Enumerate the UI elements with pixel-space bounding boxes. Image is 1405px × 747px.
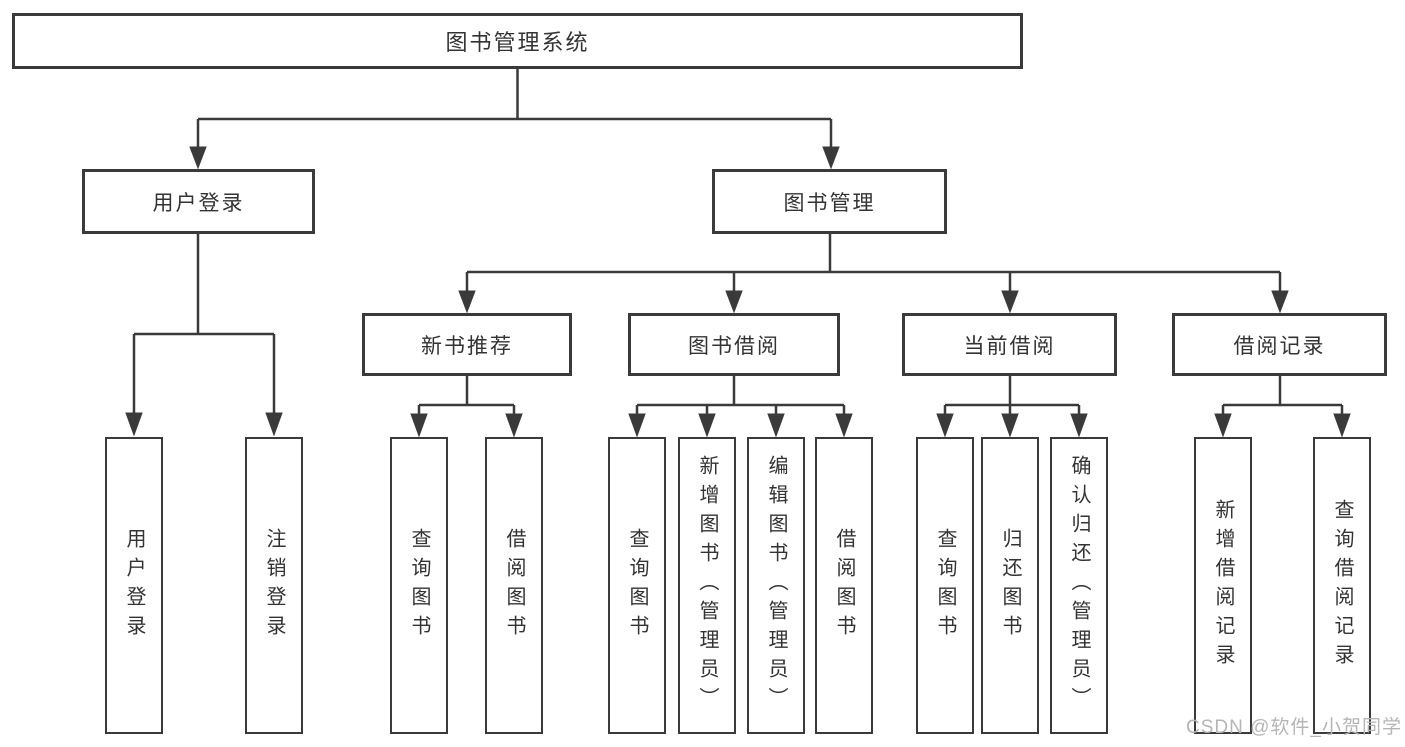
arrowhead [505,413,523,438]
node-current-borrowing: 当前借阅 [902,313,1117,376]
leaf-nb-borrow-books: 借阅图书 [485,437,543,734]
arrowhead [725,290,743,314]
leaf-bb-borrow-books-label: 借阅图书 [833,527,855,644]
arrowhead [1333,413,1351,438]
connector-borrowing-to-leaves [635,375,846,417]
arrowhead [125,412,143,437]
leaf-cb-confirm-return-admin-label: 确认归还（管理员） [1068,455,1090,716]
node-current-borrowing-label: 当前借阅 [963,334,1056,358]
leaf-cb-return-books: 归还图书 [981,437,1039,734]
arrowhead [265,412,283,437]
leaf-bb-add-books-admin: 新增图书（管理员） [678,437,736,734]
arrowhead [628,413,646,438]
arrowhead [1271,290,1289,314]
node-user-login-label: 用户登录 [152,191,245,215]
node-new-book-recommend: 新书推荐 [362,313,572,376]
connector-current-to-leaves [943,375,1081,417]
node-root: 图书管理系统 [12,13,1023,69]
node-borrowing-records: 借阅记录 [1172,313,1387,376]
arrowhead [835,413,853,438]
arrowhead [189,146,207,170]
node-book-borrowing-label: 图书借阅 [688,334,780,358]
csdn-watermark: CSDN @软件_小贺同学 [1186,717,1402,738]
arrowhead [767,413,785,438]
leaf-bb-add-books-admin-label: 新增图书（管理员） [696,455,718,716]
leaf-cb-query-books: 查询图书 [916,437,974,734]
leaf-bb-edit-books-admin: 编辑图书（管理员） [747,437,805,734]
leaf-nb-query-books: 查询图书 [390,437,448,734]
arrowhead [1001,413,1019,438]
node-user-login: 用户登录 [82,169,315,234]
node-book-borrowing: 图书借阅 [628,313,840,376]
arrowhead [1070,413,1088,438]
arrowhead [458,290,476,314]
leaf-br-add-record: 新增借阅记录 [1194,437,1252,734]
connector-newbook-to-leaves [417,375,516,417]
leaf-user-login-label: 用户登录 [123,527,145,644]
arrowhead [822,146,840,170]
leaf-logout: 注销登录 [245,437,303,734]
node-book-management: 图书管理 [712,169,947,234]
leaf-bb-edit-books-admin-label: 编辑图书（管理员） [765,455,787,716]
arrowhead [1214,413,1232,438]
node-root-label: 图书管理系统 [445,30,590,55]
leaf-logout-label: 注销登录 [263,527,285,644]
leaf-br-query-record-label: 查询借阅记录 [1331,498,1353,673]
connector-userlogin-to-leaves [132,232,276,416]
leaf-nb-borrow-books-label: 借阅图书 [503,527,525,644]
node-book-management-label: 图书管理 [783,191,876,215]
arrowhead [936,413,954,438]
leaf-nb-query-books-label: 查询图书 [408,527,430,644]
leaf-bb-borrow-books: 借阅图书 [815,437,873,734]
node-borrowing-records-label: 借阅记录 [1233,334,1326,358]
arrowhead [698,413,716,438]
arrowhead [410,413,428,438]
arrowhead [1001,290,1019,314]
connector-records-to-leaves [1221,375,1344,417]
node-new-book-recommend-label: 新书推荐 [421,334,513,358]
leaf-br-add-record-label: 新增借阅记录 [1212,498,1234,673]
leaf-bb-query-books-label: 查询图书 [626,527,648,644]
leaf-user-login: 用户登录 [105,437,163,734]
leaf-bb-query-books: 查询图书 [608,437,666,734]
leaf-cb-confirm-return-admin: 确认归还（管理员） [1050,437,1108,734]
leaf-cb-return-books-label: 归还图书 [999,527,1021,644]
leaf-cb-query-books-label: 查询图书 [934,527,956,644]
connector-root-to-level2 [196,67,833,149]
leaf-br-query-record: 查询借阅记录 [1313,437,1371,734]
connector-bookmgmt-to-level3 [465,232,1282,294]
